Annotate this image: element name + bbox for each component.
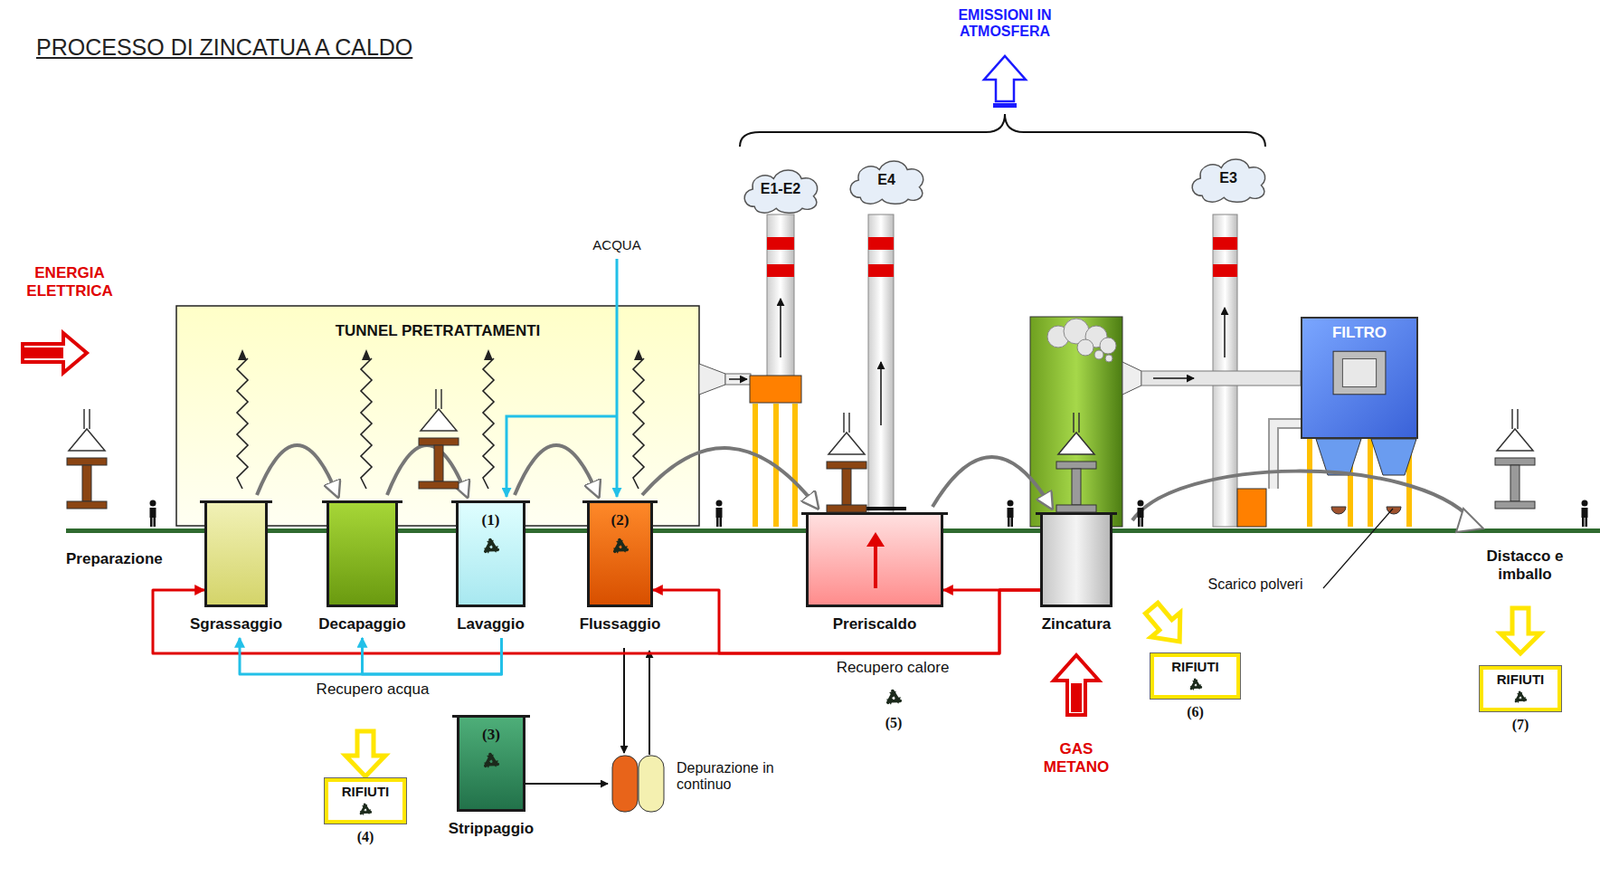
workers xyxy=(150,500,1589,528)
callout-number: (5) xyxy=(885,714,903,731)
tank-rim xyxy=(451,500,531,503)
callout-number: (7) xyxy=(1512,716,1530,733)
preheat-details xyxy=(859,506,907,588)
label-text: (2) xyxy=(611,511,630,530)
label-text: (1) xyxy=(482,511,501,530)
gas-arrow xyxy=(1053,654,1099,715)
energy-arrow xyxy=(22,332,87,373)
tunnel-band: TUNNEL PRETRATTAMENTI xyxy=(176,305,700,526)
tank-rim xyxy=(801,511,948,515)
annotation-label: Distacco e imballo xyxy=(1470,547,1580,583)
recycle-symbol xyxy=(355,798,376,819)
recycle-symbol xyxy=(478,532,504,559)
annotation-label: Scarico polveri xyxy=(1208,576,1304,593)
transfer-arrow xyxy=(1132,471,1484,532)
annotation-label: ENERGIA ELETTRICA xyxy=(15,264,124,300)
process-tank: (2)Flussaggio xyxy=(586,500,654,638)
emission-cloud: E4 xyxy=(842,153,930,207)
tank-rim xyxy=(452,714,531,718)
annotation-label: ACQUA xyxy=(592,236,641,253)
label-text: RIFIUTI xyxy=(341,783,390,799)
waste-box: RIFIUTI(7) xyxy=(1479,665,1562,711)
tank-shape xyxy=(805,511,944,607)
annotation-label: Preparazione xyxy=(66,549,163,569)
tank-name: Sgrassaggio xyxy=(189,615,283,634)
label-text: RIFIUTI xyxy=(1496,671,1545,687)
fume-duct xyxy=(1122,361,1301,489)
heat-recovery-line xyxy=(943,588,1041,592)
transfer-arrow xyxy=(514,444,598,495)
label-text: RIFIUTI xyxy=(1171,658,1220,674)
recycle-symbol xyxy=(1185,673,1206,694)
water-recovery-line xyxy=(239,637,502,674)
transfer-arrow xyxy=(932,456,1051,507)
process-tank: (3)Strippaggio xyxy=(456,714,526,843)
annotation-label: Recupero acqua xyxy=(316,680,430,699)
transfer-arrow xyxy=(387,444,467,495)
recycle-symbol xyxy=(607,532,634,559)
preheat-stack xyxy=(868,214,894,513)
waste-box: RIFIUTI(6) xyxy=(1150,653,1241,699)
tank-rim xyxy=(582,500,658,503)
label-text: (3) xyxy=(482,725,501,744)
recycle-symbol xyxy=(1510,686,1531,707)
emission-cloud: E1-E2 xyxy=(737,162,824,216)
dust-leader-line xyxy=(1323,508,1393,588)
process-tank: Zincatura xyxy=(1040,511,1113,638)
tank-shape: (1) xyxy=(455,500,526,607)
water-inlet xyxy=(506,258,617,497)
tank-shape xyxy=(1040,511,1113,607)
process-tank: (1) Lavaggio xyxy=(455,500,526,638)
waste-box: RIFIUTI(4) xyxy=(324,777,407,824)
diagram-title: PROCESSO DI ZINCATUA A CALDO xyxy=(36,34,413,61)
label-text: E1-E2 xyxy=(760,180,801,198)
annotation-label: Depurazione in continuo xyxy=(676,759,795,794)
tank-rim xyxy=(321,500,403,503)
tank-name: Zincatura xyxy=(1041,615,1112,634)
heat-recovery-icon xyxy=(886,690,903,706)
tunnel-exhaust xyxy=(699,214,802,527)
tank-name: Decapaggio xyxy=(318,615,406,634)
annotation-label: Recupero calore xyxy=(836,658,950,677)
label-text: TUNNEL PRETRATTAMENTI xyxy=(176,305,700,341)
water-recovery-line xyxy=(362,637,502,674)
callout-number: (6) xyxy=(1186,703,1204,720)
pretreatment-tunnel xyxy=(176,305,700,526)
recycle-symbol xyxy=(478,747,504,773)
tank-rim xyxy=(199,500,273,503)
process-tank: Decapaggio xyxy=(326,500,398,638)
tank-shape xyxy=(204,500,268,607)
transfer-arrow xyxy=(642,447,817,507)
tank-name: Strippaggio xyxy=(448,819,534,838)
process-tank: Sgrassaggio xyxy=(204,500,268,638)
filter-frame xyxy=(1331,349,1388,397)
hoists xyxy=(66,388,1535,512)
annotation-label: EMISSIONI IN ATMOSFERA xyxy=(937,7,1073,41)
tank-shape: (3) xyxy=(456,714,526,812)
emission-brace xyxy=(739,56,1266,147)
tank-shape: (2) xyxy=(586,500,654,607)
tank-name: Flussaggio xyxy=(579,615,662,634)
process-tank: Preriscaldo xyxy=(805,511,944,638)
annotation-label: GAS METANO xyxy=(1031,739,1122,776)
label-text: E4 xyxy=(877,171,896,189)
transfer-arrow xyxy=(256,444,338,495)
stripping-circuit xyxy=(525,647,664,812)
filter-unit: FILTRO xyxy=(1300,316,1419,439)
tank-shape xyxy=(326,500,398,607)
tank-name: Preriscaldo xyxy=(833,615,918,634)
label-text: E3 xyxy=(1219,170,1238,187)
emission-cloud: E3 xyxy=(1184,151,1272,205)
tank-name: Lavaggio xyxy=(456,615,525,634)
tank-rim xyxy=(1035,511,1118,515)
label-text: FILTRO xyxy=(1302,318,1417,342)
callout-number: (4) xyxy=(357,828,375,845)
